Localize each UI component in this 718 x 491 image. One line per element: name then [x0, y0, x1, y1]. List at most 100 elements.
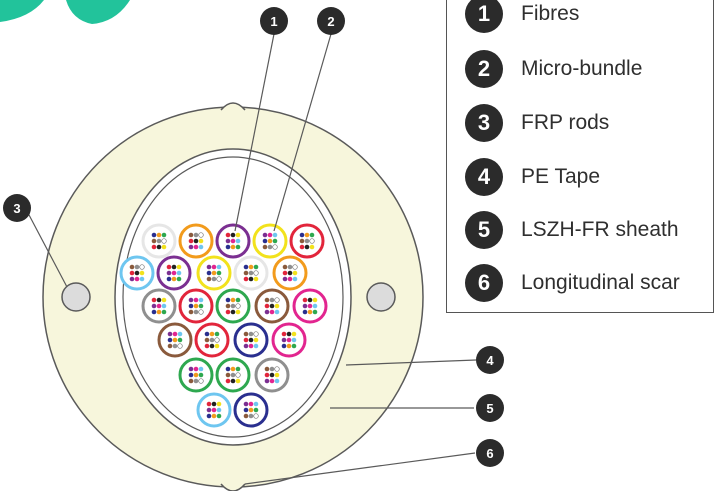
- fibre-dot: [243, 413, 249, 419]
- fibre-dot: [216, 413, 222, 419]
- fibre-dot: [272, 238, 278, 244]
- fibre-dot: [225, 238, 231, 244]
- teal-mark-left: [0, 0, 44, 22]
- micro-bundle: [178, 357, 214, 393]
- fibre-dot: [230, 303, 236, 309]
- legend-item-longitudinal-scar: 6 Longitudinal scar: [465, 262, 680, 304]
- fibre-dot: [312, 309, 318, 315]
- fibre-dot: [274, 309, 280, 315]
- legend-label: PE Tape: [521, 165, 601, 188]
- fibre-dot: [206, 264, 212, 270]
- fibre-dot: [204, 343, 210, 349]
- fibre-dot: [304, 232, 310, 238]
- fibre-dot: [172, 331, 178, 337]
- fibre-dot: [264, 366, 270, 372]
- frp-rod-right: [366, 282, 396, 312]
- fibre-dot: [282, 264, 288, 270]
- micro-bundle: [272, 255, 308, 291]
- fibre-dot: [216, 264, 222, 270]
- fibre-dot: [151, 297, 157, 303]
- fibre-dot: [248, 407, 254, 413]
- fibre-dot: [161, 297, 167, 303]
- legend-panel: 1 Fibres 2 Micro-bundle 3 FRP rods 4 PE …: [446, 0, 714, 313]
- fibre-dot: [188, 378, 194, 384]
- callout-4: 4: [476, 346, 504, 374]
- fibre-dot: [206, 401, 212, 407]
- fibre-dot: [264, 297, 270, 303]
- micro-bundle: [141, 223, 177, 259]
- fibre-dot: [156, 244, 162, 250]
- fibre-dot: [209, 343, 215, 349]
- fibre-dot: [171, 276, 177, 282]
- fibre-dot: [235, 372, 241, 378]
- fibre-dot: [248, 270, 254, 276]
- fibre-dot: [282, 276, 288, 282]
- fibre-dot: [216, 276, 222, 282]
- fibre-dot: [267, 232, 273, 238]
- fibre-dot: [188, 232, 194, 238]
- fibre-dot: [139, 270, 145, 276]
- fibre-dot: [198, 378, 204, 384]
- micro-bundle: [196, 392, 232, 428]
- fibre-dot: [292, 276, 298, 282]
- callout-2: 2: [317, 7, 345, 35]
- fibre-dot: [299, 244, 305, 250]
- fibre-dot: [243, 331, 249, 337]
- fibre-dot: [299, 232, 305, 238]
- fibre-dot: [216, 401, 222, 407]
- legend-number: 6: [465, 264, 503, 302]
- fibre-dot: [209, 337, 215, 343]
- fibre-dot: [211, 276, 217, 282]
- fibre-dot: [248, 331, 254, 337]
- fibre-dot: [248, 337, 254, 343]
- fibre-dot: [286, 337, 292, 343]
- fibre-dot: [235, 378, 241, 384]
- fibre-dot: [225, 244, 231, 250]
- fibre-dot: [156, 309, 162, 315]
- fibre-dot: [151, 232, 157, 238]
- fibre-dot: [235, 309, 241, 315]
- callout-6-number: 6: [486, 446, 493, 461]
- fibre-dot: [188, 238, 194, 244]
- fibre-dot: [171, 264, 177, 270]
- fibre-dot: [151, 244, 157, 250]
- fibre-dot: [214, 343, 220, 349]
- micro-bundle: [157, 322, 193, 358]
- fibre-dot: [161, 238, 167, 244]
- fibre-dot: [166, 276, 172, 282]
- fibre-dot: [312, 303, 318, 309]
- fibre-dot: [198, 303, 204, 309]
- micro-bundle: [141, 288, 177, 324]
- fibre-dot: [206, 407, 212, 413]
- fibre-dot: [230, 232, 236, 238]
- micro-bundle: [178, 288, 214, 324]
- fibre-dot: [281, 331, 287, 337]
- micro-bundle: [254, 357, 290, 393]
- fibre-dot: [151, 303, 157, 309]
- micro-bundle: [233, 392, 269, 428]
- fibre-dot: [216, 407, 222, 413]
- callout-6: 6: [476, 439, 504, 467]
- fibre-dot: [230, 366, 236, 372]
- micro-bundle: [252, 223, 288, 259]
- fibre-dot: [253, 270, 259, 276]
- fibre-dot: [198, 244, 204, 250]
- fibre-dot: [248, 276, 254, 282]
- fibre-dot: [267, 238, 273, 244]
- fibre-dot: [292, 270, 298, 276]
- fibre-dot: [161, 303, 167, 309]
- fibre-dot: [307, 309, 313, 315]
- fibre-dot: [264, 378, 270, 384]
- fibre-dot: [253, 401, 259, 407]
- fibre-dot: [230, 372, 236, 378]
- fibre-dot: [274, 372, 280, 378]
- fibre-dot: [262, 238, 268, 244]
- fibre-dot: [230, 297, 236, 303]
- fibre-dot: [172, 343, 178, 349]
- fibre-dot: [253, 407, 259, 413]
- fibre-dot: [269, 297, 275, 303]
- fibre-dot: [264, 303, 270, 309]
- legend-item-micro-bundle: 2 Micro-bundle: [465, 48, 642, 90]
- fibre-dot: [139, 276, 145, 282]
- fibre-dot: [243, 264, 249, 270]
